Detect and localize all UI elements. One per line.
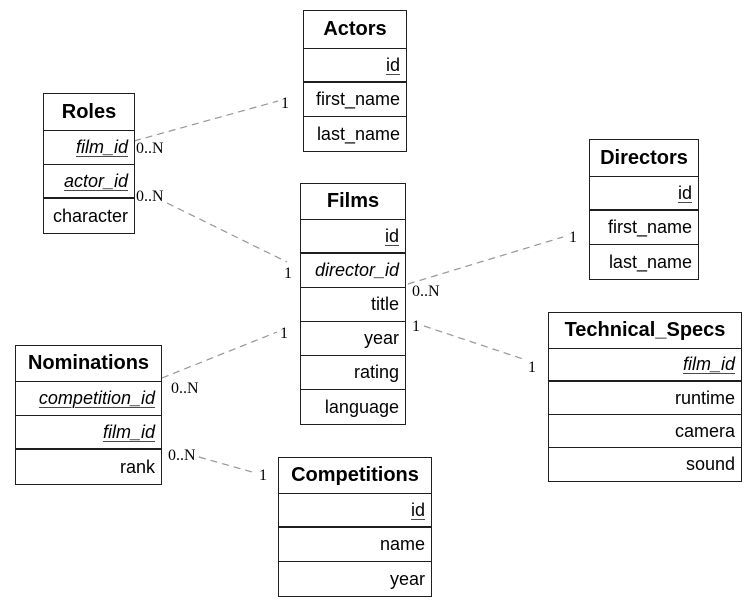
field-films-language: language xyxy=(324,396,399,417)
field-technical-specs-runtime: runtime xyxy=(674,387,735,408)
field-actors-last-name: last_name xyxy=(316,123,400,144)
field-technical-specs-camera: camera xyxy=(674,420,735,441)
cardinality-label: 1 xyxy=(528,359,536,376)
table-row: competition_id xyxy=(16,382,161,416)
field-competitions-year: year xyxy=(389,568,425,589)
field-nominations-film-id: film_id xyxy=(102,421,155,442)
field-directors-id: id xyxy=(677,182,692,203)
entity-title-nominations: Nominations xyxy=(16,346,161,382)
field-films-rating: rating xyxy=(353,362,399,382)
entity-technical-specs[interactable]: Technical_Specs film_id runtime camera s… xyxy=(548,312,742,482)
entity-title-actors: Actors xyxy=(304,11,406,49)
cardinality-label: 0..N xyxy=(136,140,164,157)
cardinality-label: 1 xyxy=(284,265,292,282)
table-row: camera xyxy=(549,415,741,448)
field-films-year: year xyxy=(363,328,399,348)
field-technical-specs-sound: sound xyxy=(685,454,735,474)
field-competitions-id: id xyxy=(410,499,425,520)
relationship-line-roles-actors xyxy=(133,100,279,142)
table-row: last_name xyxy=(590,245,698,279)
table-row: year xyxy=(279,562,431,596)
entity-roles[interactable]: Roles film_id actor_id character xyxy=(43,93,135,234)
table-row: runtime xyxy=(549,382,741,415)
cardinality-label: 1 xyxy=(280,325,288,342)
field-roles-character: character xyxy=(52,205,128,226)
table-row: last_name xyxy=(304,117,406,151)
entity-title-roles: Roles xyxy=(44,94,134,131)
cardinality-label: 0..N xyxy=(168,447,196,464)
field-films-title: title xyxy=(370,294,399,314)
table-row: id xyxy=(590,177,698,211)
field-nominations-rank: rank xyxy=(119,456,155,477)
cardinality-label: 0..N xyxy=(136,188,164,205)
entity-title-technical-specs: Technical_Specs xyxy=(549,313,741,349)
table-row: year xyxy=(301,322,405,356)
cardinality-label: 1 xyxy=(281,95,289,112)
field-technical-specs-film-id: film_id xyxy=(682,354,735,374)
table-row: id xyxy=(304,49,406,83)
field-actors-first-name: first_name xyxy=(315,89,400,109)
table-row: first_name xyxy=(590,211,698,245)
field-films-id: id xyxy=(384,225,399,246)
entity-title-competitions: Competitions xyxy=(279,458,431,494)
field-directors-first-name: first_name xyxy=(607,217,692,237)
field-competitions-name: name xyxy=(379,534,425,554)
table-row: rating xyxy=(301,356,405,390)
table-row: title xyxy=(301,288,405,322)
entity-title-directors: Directors xyxy=(590,140,698,177)
table-row: actor_id xyxy=(44,165,134,199)
entity-actors[interactable]: Actors id first_name last_name xyxy=(303,10,407,152)
relationship-line-films-directors xyxy=(407,236,564,285)
cardinality-label: 0..N xyxy=(412,283,440,300)
field-films-director-id: director_id xyxy=(314,260,399,280)
entity-nominations[interactable]: Nominations competition_id film_id rank xyxy=(15,345,162,485)
table-row: rank xyxy=(16,450,161,484)
table-row: first_name xyxy=(304,83,406,117)
relationship-line-roles-films xyxy=(166,202,288,263)
cardinality-label: 1 xyxy=(412,318,420,335)
field-roles-actor-id: actor_id xyxy=(63,170,128,191)
cardinality-label: 1 xyxy=(569,229,577,246)
field-roles-film-id: film_id xyxy=(75,137,128,157)
table-row: character xyxy=(44,199,134,233)
table-row: director_id xyxy=(301,254,405,288)
table-row: id xyxy=(301,220,405,254)
relationship-line-nominations-films xyxy=(161,331,278,379)
cardinality-label: 0..N xyxy=(171,380,199,397)
field-actors-id: id xyxy=(385,54,400,75)
field-nominations-competition-id: competition_id xyxy=(38,388,155,408)
table-row: film_id xyxy=(16,416,161,450)
entity-directors[interactable]: Directors id first_name last_name xyxy=(589,139,699,280)
table-row: name xyxy=(279,528,431,562)
relationship-line-films-technical-specs xyxy=(423,325,524,360)
entity-films[interactable]: Films id director_id title year rating l… xyxy=(300,183,406,425)
table-row: language xyxy=(301,390,405,424)
relationship-line-nominations-competitions xyxy=(198,456,253,473)
table-row: film_id xyxy=(549,349,741,382)
table-row: sound xyxy=(549,448,741,481)
table-row: film_id xyxy=(44,131,134,165)
field-directors-last-name: last_name xyxy=(608,251,692,272)
entity-competitions[interactable]: Competitions id name year xyxy=(278,457,432,597)
cardinality-label: 1 xyxy=(259,467,267,484)
table-row: id xyxy=(279,494,431,528)
entity-title-films: Films xyxy=(301,184,405,220)
